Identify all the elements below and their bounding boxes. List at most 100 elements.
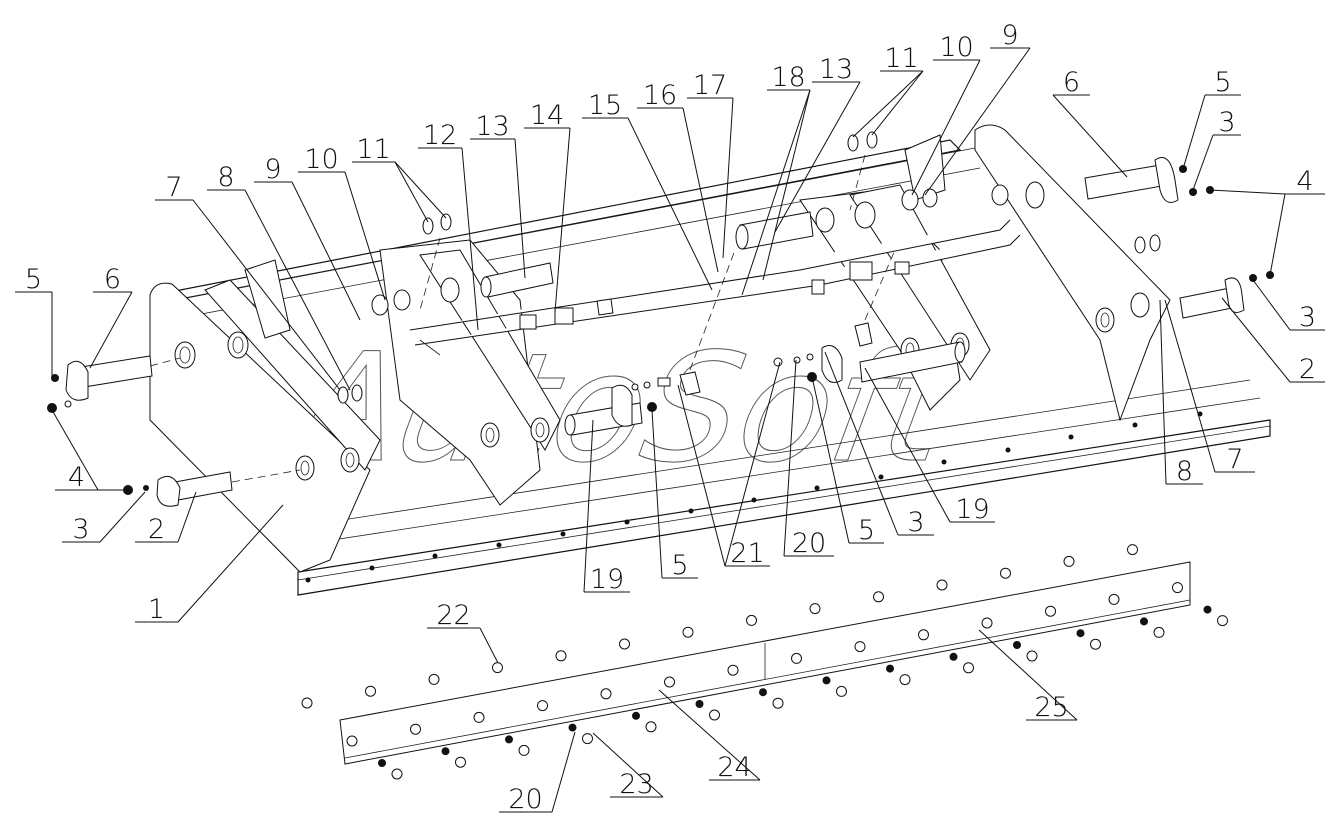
- callout-16: 16: [637, 80, 719, 273]
- callout-1: 1: [135, 504, 284, 625]
- callout-number: 14: [530, 100, 564, 131]
- callout-leader: [1209, 189, 1286, 195]
- callout-12: 12: [418, 120, 479, 331]
- callout-20: 20: [783, 359, 834, 559]
- callout-number: 10: [304, 144, 338, 175]
- plow-bolt: [492, 662, 503, 674]
- callout-leader: [192, 199, 341, 391]
- callout-number: 12: [423, 120, 457, 151]
- plow-bolt: [365, 685, 376, 697]
- callout-number: 3: [1299, 302, 1316, 333]
- plow-bolt: [873, 591, 884, 603]
- callout-number: 11: [884, 43, 918, 74]
- plow-bolt: [301, 697, 313, 709]
- callout-leader: [871, 70, 924, 136]
- nut: [709, 709, 720, 721]
- lock-washer: [568, 723, 577, 732]
- callout-leader: [592, 732, 664, 798]
- callout-number: 4: [1296, 166, 1313, 197]
- callout-10: 10: [298, 144, 386, 301]
- callout-number: 9: [1001, 20, 1018, 51]
- callout-number: 10: [939, 32, 973, 63]
- callout-number: 25: [1034, 692, 1068, 723]
- nut: [772, 697, 784, 709]
- callout-number: 9: [264, 154, 281, 185]
- callout-number: 19: [590, 564, 624, 595]
- callout-leader: [1182, 94, 1206, 170]
- callout-number: 4: [68, 462, 85, 493]
- callout-number: 6: [1063, 67, 1080, 98]
- callout-number: 8: [1176, 456, 1193, 487]
- lock-washer: [759, 688, 767, 697]
- callout-3: 3: [62, 491, 146, 545]
- callout-number: 1: [148, 594, 165, 625]
- plow-bolt: [555, 650, 567, 662]
- callout-number: 19: [955, 494, 989, 525]
- lock-washer: [1013, 641, 1021, 649]
- callout-leader: [864, 367, 951, 523]
- lock-washer: [1076, 629, 1085, 638]
- bolt-hole: [791, 652, 802, 664]
- callout-number: 5: [671, 550, 688, 581]
- lock-washer: [632, 711, 640, 720]
- plow-bolt: [1000, 567, 1011, 579]
- lock-washer: [441, 747, 450, 756]
- callout-leader: [551, 731, 576, 813]
- bolt-hole: [918, 629, 929, 641]
- plow-bolt: [428, 673, 440, 685]
- cylinder-pins: [480, 211, 814, 298]
- callout-leader: [852, 70, 924, 138]
- callout-5: 5: [1182, 67, 1241, 170]
- bolt-hole: [410, 723, 421, 735]
- callout-leader: [658, 689, 761, 781]
- callout-2: 2: [135, 491, 197, 545]
- callout-18: 18: [741, 62, 811, 296]
- callout-leader: [394, 161, 447, 219]
- callout-number: 20: [508, 784, 542, 815]
- bolt-hole: [473, 711, 485, 723]
- callout-leader: [677, 384, 726, 567]
- callout-leader: [1252, 279, 1291, 331]
- lock-washer: [695, 700, 704, 708]
- callout-leader: [824, 351, 899, 536]
- bolt-hole: [664, 676, 675, 688]
- callout-leader: [774, 81, 861, 233]
- nut: [1026, 650, 1038, 662]
- callout-5: 5: [651, 409, 698, 581]
- callout-leader: [741, 89, 811, 296]
- nut: [899, 674, 911, 686]
- callout-11: 11: [852, 43, 924, 138]
- callout-3: 3: [824, 351, 934, 538]
- bolt-hole: [1045, 605, 1056, 617]
- middle-cylinder-pins: [564, 249, 966, 436]
- callout-number: 7: [1226, 444, 1243, 475]
- callout-9: 9: [254, 154, 361, 321]
- nut: [963, 662, 974, 674]
- callout-8: 8: [207, 162, 351, 391]
- callout-leader: [461, 147, 479, 331]
- seal-pairs: [337, 131, 1161, 404]
- callout-leader: [722, 97, 734, 259]
- bolt-hole: [727, 664, 739, 676]
- callout-number: 6: [104, 264, 121, 295]
- callout-number: 11: [356, 134, 390, 165]
- callout-number: 3: [907, 507, 924, 538]
- callout-8: 8: [1159, 299, 1203, 487]
- plow-bolt: [809, 603, 821, 615]
- bolt-hole: [1172, 582, 1183, 594]
- callout-19: 19: [583, 419, 630, 595]
- callout-leader: [978, 629, 1078, 721]
- nut: [836, 685, 847, 697]
- bolt-hole: [600, 688, 612, 700]
- callout-leader: [724, 361, 781, 567]
- lock-washer: [822, 676, 831, 685]
- frame-assembly: [149, 124, 1271, 596]
- callout-leader: [177, 491, 197, 543]
- callout-leader: [1159, 299, 1167, 485]
- nut: [1090, 638, 1101, 650]
- callout-leader: [479, 627, 499, 664]
- plow-bolt: [746, 614, 757, 626]
- callout-10: 10: [911, 32, 981, 196]
- nut: [1217, 615, 1228, 627]
